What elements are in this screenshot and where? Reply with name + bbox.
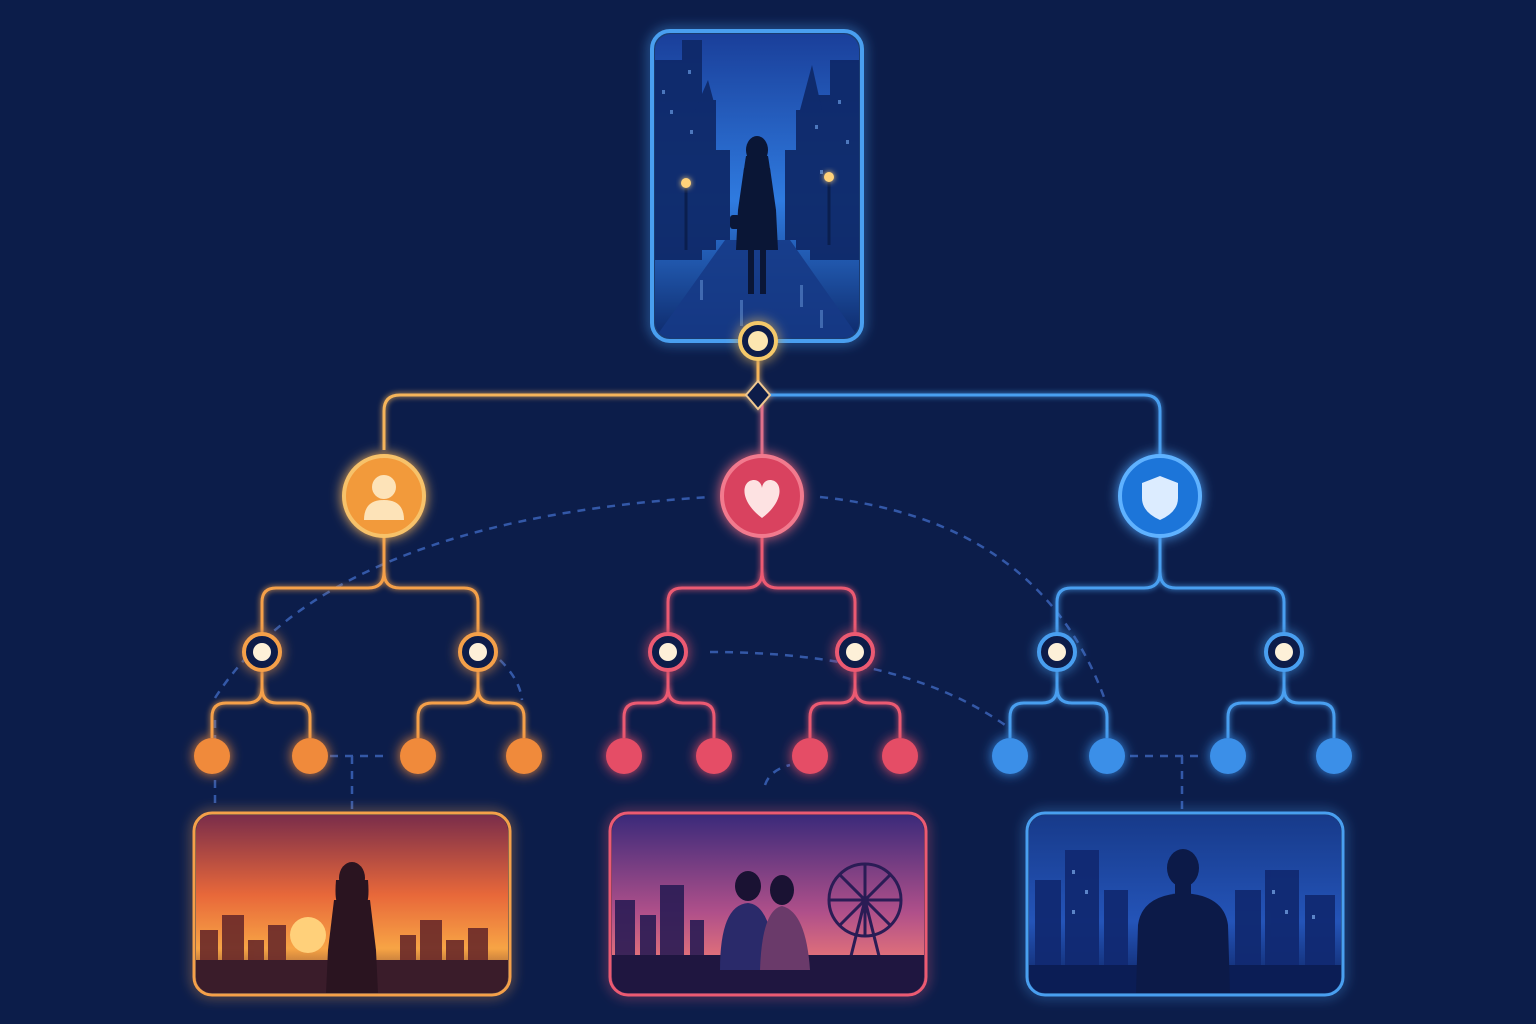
dashed-link [819, 495, 1107, 701]
connector-self-leaf [260, 687, 312, 738]
shield-icon [1142, 476, 1178, 520]
connector-love-left [666, 536, 764, 634]
scene-card-safety[interactable] [1025, 811, 1345, 997]
leaf-node-safety[interactable] [1316, 738, 1352, 774]
leaf-node-love[interactable] [792, 738, 828, 774]
mid-node-safety-core [1275, 643, 1293, 661]
connector-love-leaf [622, 670, 670, 738]
connector-self-left [260, 536, 386, 634]
connector-self-leaf [476, 687, 526, 738]
branch-node-self[interactable] [342, 454, 426, 538]
branch-node-love[interactable] [720, 454, 804, 538]
branch-subtrees [194, 536, 1352, 774]
connector-safety-leaf [1282, 687, 1336, 738]
mid-node-self-core [469, 643, 487, 661]
dashed-link [709, 650, 1006, 727]
connector-love-right [760, 571, 857, 634]
ferris-wheel-icon [827, 862, 903, 961]
connector-love-leaf [853, 687, 902, 738]
connector-safety-leaf [1055, 687, 1109, 738]
mid-node-self-core [253, 643, 271, 661]
person-icon [364, 475, 404, 520]
street-lamp-icon [681, 172, 834, 250]
leaf-node-love[interactable] [882, 738, 918, 774]
dashed-link [499, 659, 524, 701]
mid-node-safety-core [1048, 643, 1066, 661]
leaf-node-safety[interactable] [1210, 738, 1246, 774]
couple-silhouette [720, 871, 810, 970]
connector-self-right [382, 571, 480, 634]
connector-self-leaf [416, 670, 480, 738]
dashed-cross-links [213, 495, 1205, 810]
leaf-node-love[interactable] [696, 738, 732, 774]
connector-self-leaf [210, 670, 264, 738]
woman-silhouette [730, 136, 778, 294]
root-node[interactable] [738, 321, 778, 361]
leaf-node-love[interactable] [606, 738, 642, 774]
leaf-node-self[interactable] [400, 738, 436, 774]
connector-safety-right [1158, 571, 1286, 634]
root-connectors [382, 355, 1162, 458]
connector-safety-leaf [1008, 670, 1059, 738]
connector-safety-left [1055, 536, 1162, 634]
leaf-node-safety[interactable] [1089, 738, 1125, 774]
leaf-node-self[interactable] [506, 738, 542, 774]
dashed-link [213, 495, 711, 699]
root-scene-card[interactable] [650, 29, 864, 343]
scene-card-self[interactable] [192, 811, 512, 997]
leaf-node-safety[interactable] [992, 738, 1028, 774]
scene-card-love[interactable] [608, 811, 928, 997]
connector-safety-leaf [1226, 670, 1286, 738]
dashed-link [763, 763, 791, 786]
mid-node-love-core [659, 643, 677, 661]
scene-image-couple [612, 815, 924, 993]
connector-love-leaf [666, 687, 716, 738]
scene-image-night-city [1029, 815, 1341, 993]
branch-node-safety[interactable] [1118, 454, 1202, 538]
mid-node-love-core [846, 643, 864, 661]
connector-love-leaf [808, 670, 857, 738]
heart-icon [744, 480, 780, 518]
root-scene-image [655, 34, 859, 338]
leaf-node-self[interactable] [194, 738, 230, 774]
leaf-node-self[interactable] [292, 738, 328, 774]
man-silhouette [1136, 849, 1230, 993]
woman-silhouette [326, 862, 378, 993]
scene-image-sunset [196, 815, 508, 993]
